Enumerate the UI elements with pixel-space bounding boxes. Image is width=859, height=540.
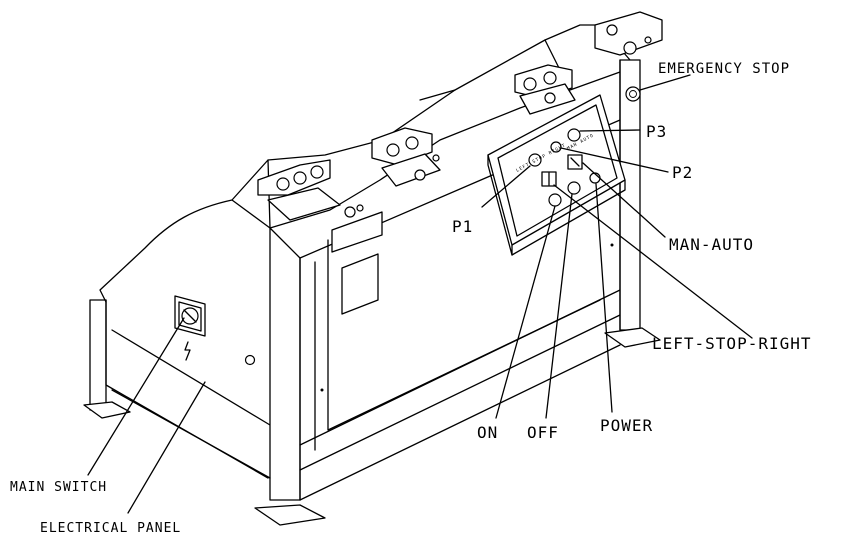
p1-button bbox=[528, 153, 542, 167]
block-hole bbox=[293, 171, 307, 185]
top-blocks bbox=[257, 11, 663, 221]
left-guard-outline bbox=[99, 194, 269, 303]
panel-lock bbox=[244, 354, 256, 366]
main-switch-assembly bbox=[174, 295, 256, 366]
label-p2: P2 bbox=[672, 163, 693, 182]
block-mid bbox=[371, 127, 433, 166]
clamp-plate-mid bbox=[381, 153, 441, 187]
block-hole bbox=[523, 77, 537, 91]
right-foot bbox=[604, 327, 661, 348]
block-hole bbox=[310, 165, 324, 179]
left-guard-line bbox=[111, 329, 271, 426]
cover-ridge-1 bbox=[419, 89, 456, 101]
leader-emergency-stop bbox=[639, 74, 691, 91]
p2-button bbox=[550, 141, 562, 153]
block-far-right bbox=[594, 11, 663, 56]
label-p3: P3 bbox=[646, 122, 667, 141]
clamp-plate-left bbox=[267, 187, 341, 221]
leader-power bbox=[595, 183, 613, 413]
emergency-stop-inner bbox=[629, 90, 637, 98]
leader-p2 bbox=[560, 147, 669, 173]
clamp-bolt bbox=[356, 204, 364, 212]
leader-off bbox=[545, 193, 573, 419]
emergency-stop-button bbox=[625, 86, 641, 102]
on-button bbox=[548, 193, 562, 207]
label-man-auto: MAN-AUTO bbox=[669, 235, 754, 254]
screw-dot bbox=[320, 388, 324, 392]
leader-main-switch bbox=[87, 317, 185, 476]
block-hole bbox=[405, 136, 419, 150]
label-emergency-stop: EMERGENCY STOP bbox=[658, 61, 790, 77]
clamp-bolt bbox=[432, 154, 440, 162]
main-switch-inner bbox=[178, 301, 202, 332]
control-panel: LEFT STOP RIGHT MAN AUTO bbox=[487, 86, 641, 256]
front-plate-1 bbox=[331, 211, 383, 253]
clamp-bolt bbox=[644, 36, 652, 44]
clamp-knob bbox=[344, 206, 356, 218]
label-power: POWER bbox=[600, 416, 653, 435]
front-door bbox=[327, 239, 601, 431]
lightning-icon bbox=[184, 341, 191, 361]
front-left-leg bbox=[269, 227, 301, 501]
screw-dot bbox=[610, 243, 614, 247]
panel-base-rail bbox=[111, 389, 271, 479]
control-box-face bbox=[497, 104, 618, 237]
main-switch-handle bbox=[183, 309, 197, 323]
off-button bbox=[567, 181, 581, 195]
block-hole bbox=[386, 143, 400, 157]
clamp-knob bbox=[544, 92, 556, 104]
control-box-bottom bbox=[511, 179, 626, 256]
block-hole bbox=[276, 177, 290, 191]
front-left-foot bbox=[254, 504, 326, 526]
label-electrical-panel: ELECTRICAL PANEL bbox=[40, 521, 181, 536]
front-base-line bbox=[299, 344, 621, 501]
left-rear-foot bbox=[83, 401, 131, 419]
leader-on bbox=[495, 205, 556, 419]
leader-p3 bbox=[579, 129, 641, 132]
selector-mark bbox=[570, 157, 580, 167]
front-plate-2 bbox=[341, 253, 379, 315]
labels: EMERGENCY STOP P3 P2 P1 MAN-AUTO LEFT-ST… bbox=[10, 61, 812, 536]
clamp-knob bbox=[414, 169, 426, 181]
left-rear-leg bbox=[89, 299, 107, 411]
leader-p1 bbox=[481, 165, 531, 208]
leader-lines bbox=[87, 74, 753, 514]
block-hole bbox=[606, 24, 618, 36]
clamp-knob bbox=[623, 41, 637, 55]
block-hole bbox=[543, 71, 557, 85]
leader-left-stop-right bbox=[553, 184, 753, 339]
control-box-outer bbox=[487, 94, 626, 246]
label-off: OFF bbox=[527, 423, 559, 442]
control-box-side bbox=[487, 154, 513, 256]
label-p1: P1 bbox=[452, 217, 473, 236]
label-main-switch: MAIN SWITCH bbox=[10, 480, 107, 495]
cover-ridge-2 bbox=[544, 39, 561, 71]
p3-button bbox=[567, 128, 581, 142]
label-left-stop-right: LEFT-STOP-RIGHT bbox=[652, 334, 812, 353]
leader-man-auto bbox=[582, 162, 666, 238]
leader-electrical-panel bbox=[127, 381, 206, 514]
label-on: ON bbox=[477, 423, 498, 442]
front-bottom-rail-bottom bbox=[299, 314, 621, 471]
